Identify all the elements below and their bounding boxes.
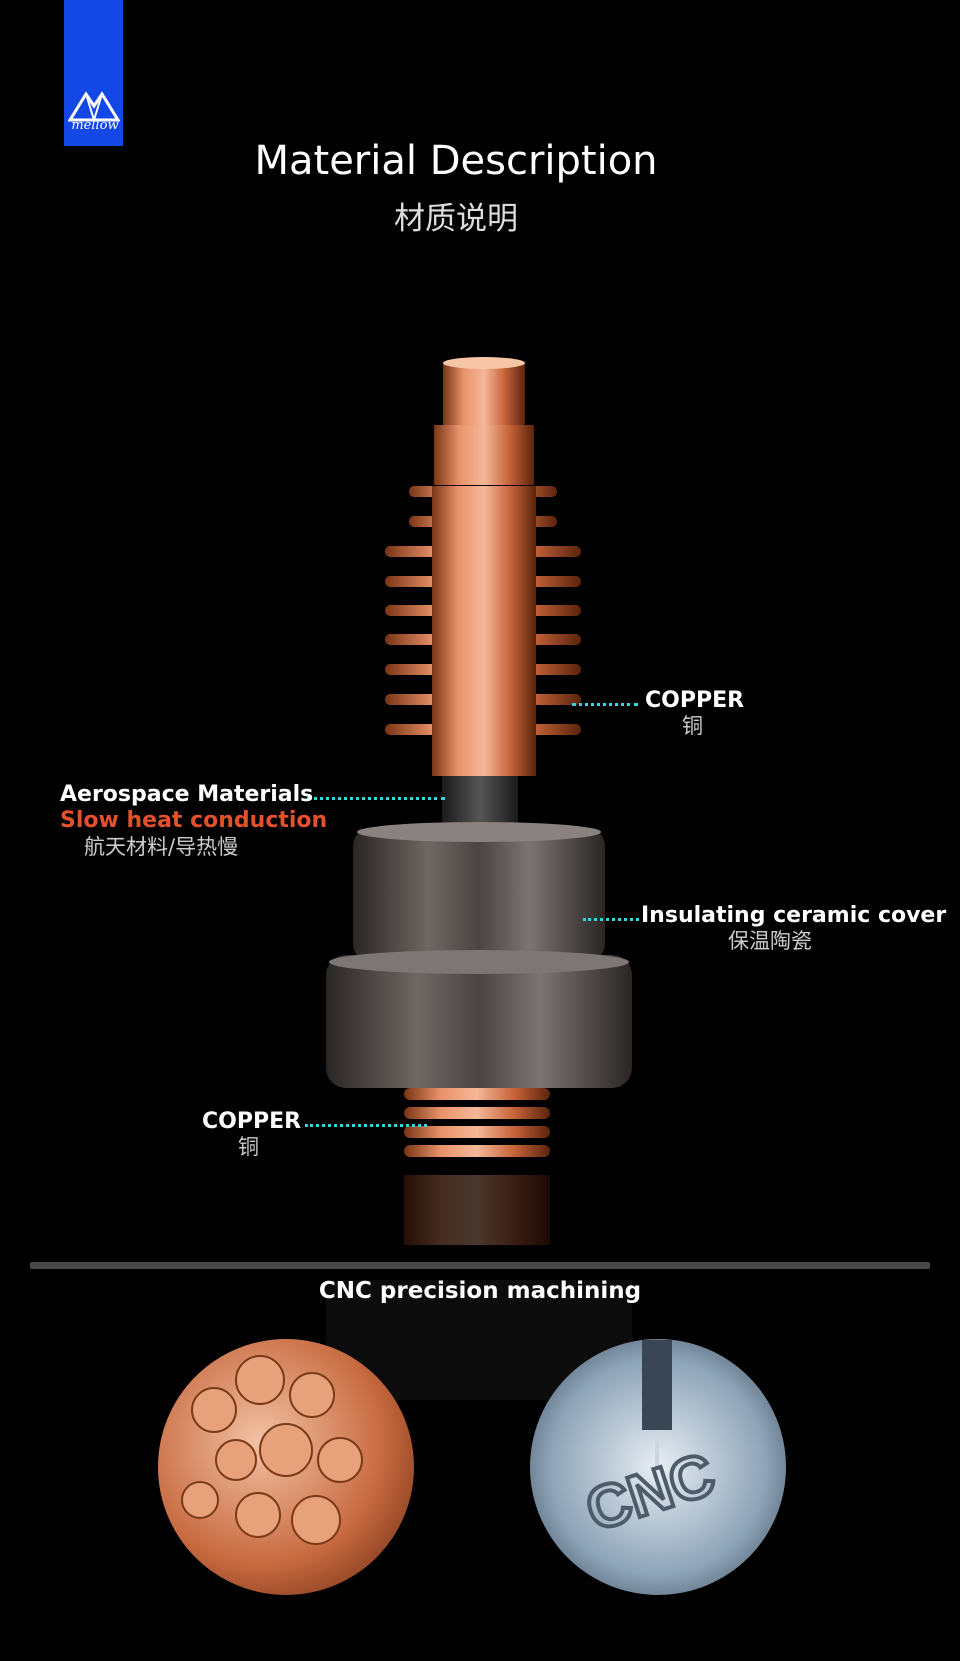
logo-wordmark: mellow <box>71 118 119 133</box>
cnc-milling-photo: CNC <box>530 1339 786 1595</box>
copper-bottom-leader <box>305 1124 427 1127</box>
aerospace-cn: 航天材料/导热慢 <box>84 834 239 859</box>
ceramic-leader <box>583 918 639 921</box>
copper-top-cn: 铜 <box>682 714 703 739</box>
copper-bottom-title: COPPER <box>202 1109 302 1134</box>
page-title: Material Description <box>254 138 658 184</box>
section-divider <box>30 1262 930 1269</box>
brand-logo: mellow <box>64 0 123 146</box>
copper-rods-photo <box>158 1339 414 1595</box>
aerospace-label: Aerospace Materials Slow heat conduction… <box>60 782 327 860</box>
copper-bottom-label: COPPER 铜 <box>202 1109 301 1161</box>
aerospace-title: Aerospace Materials <box>60 782 314 807</box>
aerospace-leader <box>307 797 445 800</box>
page-subtitle: 材质说明 <box>394 201 518 237</box>
copper-bottom-cn: 铜 <box>238 1135 259 1160</box>
bottom-thread <box>404 1088 550 1157</box>
copper-top-leader <box>572 703 638 706</box>
mountain-logo-icon <box>68 91 120 122</box>
cnc-section-title: CNC precision machining <box>318 1278 642 1304</box>
ceramic-cn: 保温陶瓷 <box>728 929 812 954</box>
ceramic-label: Insulating ceramic cover 保温陶瓷 <box>641 903 946 955</box>
copper-top-label: COPPER 铜 <box>645 688 744 740</box>
ceramic-title: Insulating ceramic cover <box>641 903 947 928</box>
copper-top-title: COPPER <box>645 688 745 713</box>
slow-heat-conduction: Slow heat conduction <box>60 808 328 834</box>
